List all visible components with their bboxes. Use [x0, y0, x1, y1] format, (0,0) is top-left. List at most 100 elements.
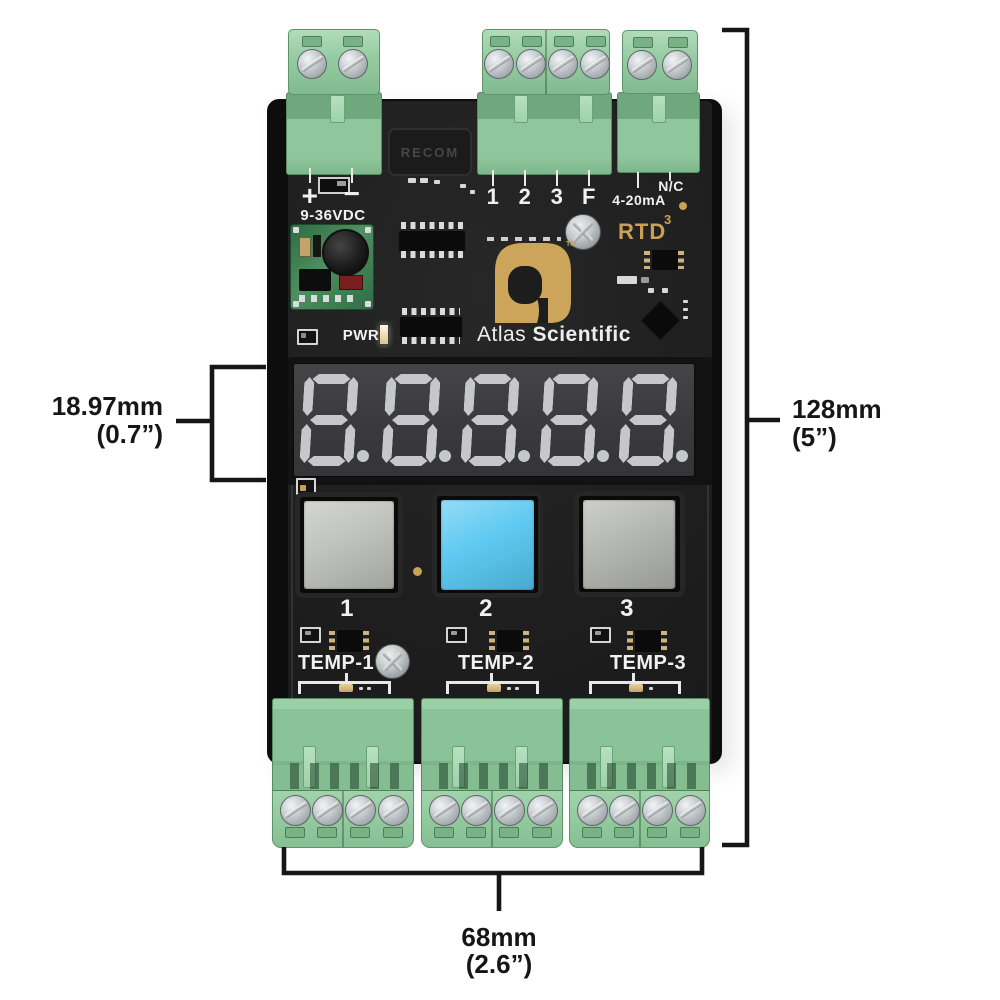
wire-entry	[466, 827, 486, 838]
terminal-housing-temp3	[569, 698, 710, 794]
wire-entry	[317, 827, 337, 838]
decimal-point	[597, 450, 609, 462]
ic-pins	[627, 631, 633, 650]
smd-component	[662, 288, 668, 293]
regulator-ic	[299, 269, 331, 291]
terminal-pointer-nc	[669, 172, 671, 181]
wire-entry	[383, 827, 403, 838]
terminal-screw	[345, 795, 376, 826]
ic-pins	[661, 631, 667, 650]
terminal-pointer-2	[524, 170, 526, 186]
power-minus-label: −	[343, 178, 361, 209]
device-height-bracket	[722, 27, 750, 848]
terminal-screw	[338, 49, 368, 79]
gold-contact	[339, 684, 353, 692]
solder-pad	[365, 227, 371, 233]
wire-entry	[582, 827, 602, 838]
smd-component	[359, 687, 363, 690]
dimension-value-inch: (5”)	[792, 422, 837, 452]
terminal-screw	[516, 49, 546, 79]
decimal-point	[518, 450, 530, 462]
wire-entry	[647, 827, 667, 838]
gold-fiducial-dot	[413, 567, 422, 576]
terminal-screw	[548, 49, 578, 79]
panel-screw	[565, 214, 601, 250]
wire-entry	[350, 827, 370, 838]
wire-entry	[680, 827, 700, 838]
channel-2-label: TEMP-2	[457, 652, 535, 674]
pwr-label: PWR	[342, 327, 380, 344]
display-height-bracket	[209, 364, 266, 483]
button-1[interactable]	[304, 501, 394, 589]
channel-bracket	[589, 681, 592, 694]
terminal-screw	[378, 795, 409, 826]
power-led	[379, 324, 389, 345]
button-1-label: 1	[340, 595, 354, 622]
ic-pins	[363, 631, 369, 650]
wire-entry	[668, 37, 688, 48]
brand-wordmark: Atlas Scientific	[477, 323, 631, 347]
terminal-screw	[675, 795, 706, 826]
wire-entry	[490, 36, 510, 47]
smd-component	[420, 178, 428, 183]
terminal-pointer-loop	[637, 172, 639, 188]
decimal-point	[439, 450, 451, 462]
channel-bracket	[345, 673, 348, 682]
terminal-screw	[627, 50, 657, 80]
ic-pins	[401, 251, 463, 258]
smd-component	[470, 190, 475, 194]
channel-adc-ic	[336, 629, 364, 653]
terminal-screw	[297, 49, 327, 79]
channel-bracket	[490, 673, 493, 682]
terminal-screw	[527, 795, 558, 826]
channel-component	[590, 627, 611, 643]
terminal-label-2: 2	[518, 184, 532, 209]
component-mark	[337, 181, 346, 186]
channel-3-label: TEMP-3	[609, 652, 687, 674]
brand-scientific: Scientific	[532, 323, 631, 346]
capacitor	[299, 237, 311, 257]
solder-pad	[293, 227, 299, 233]
solder-pad	[365, 301, 371, 307]
terminal-divider	[491, 791, 493, 847]
smd-component	[641, 277, 649, 283]
ic-pins	[402, 308, 460, 315]
ic-pins	[489, 631, 495, 650]
psu-brand-label: RECOM	[400, 144, 460, 160]
model-superscript: 3	[664, 212, 672, 227]
psu-module: RECOM	[388, 128, 472, 176]
wire-entry	[633, 37, 653, 48]
terminal-screw	[642, 795, 673, 826]
channel-bracket	[536, 681, 539, 694]
component-mark	[451, 631, 457, 635]
ic-pins	[523, 631, 529, 650]
terminal-label-3: 3	[550, 184, 564, 209]
panel-groove-right	[707, 470, 709, 700]
ic-pins	[401, 222, 463, 229]
channel-bracket	[678, 681, 681, 694]
nc-label: N/C	[658, 178, 684, 194]
smd-component	[507, 687, 511, 690]
terminal-screw	[312, 795, 343, 826]
smd-component	[434, 180, 440, 184]
terminal-screw	[461, 795, 492, 826]
terminal-screw	[662, 50, 692, 80]
button-3[interactable]	[583, 500, 675, 589]
inductor-coil	[322, 229, 369, 276]
terminal-housing-loop	[617, 92, 700, 173]
ic-pins	[329, 631, 335, 650]
component-mark	[301, 333, 306, 338]
brand-atlas: Atlas	[477, 323, 527, 346]
terminal-screw	[484, 49, 514, 79]
button-2[interactable]	[441, 500, 534, 590]
terminal-label-1: 1	[486, 184, 500, 209]
channel-bracket	[446, 681, 539, 684]
trademark-label: TM	[566, 241, 577, 248]
dimension-value-mm: 18.97mm	[51, 391, 163, 421]
gold-contact	[629, 684, 643, 692]
wire-entry	[302, 36, 322, 47]
gold-contact	[487, 684, 501, 692]
channel-bracket	[298, 681, 301, 694]
smd-component	[648, 288, 654, 293]
